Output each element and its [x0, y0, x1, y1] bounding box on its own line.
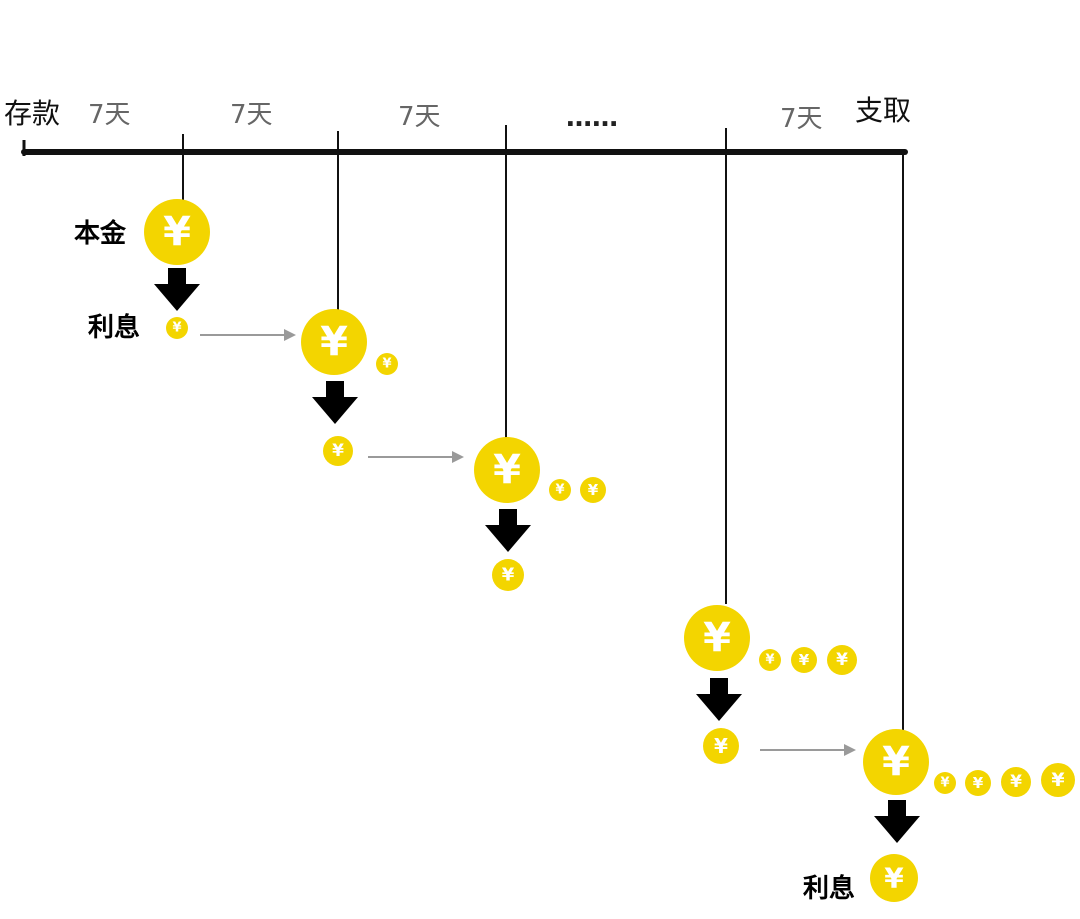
yen-icon: ¥: [172, 321, 181, 336]
coin-interest-4: ¥: [703, 728, 739, 764]
stage-5: ¥ ¥ ¥ ¥ ¥ ¥: [863, 729, 1075, 902]
stage-1: ¥ ¥: [144, 199, 296, 341]
coin-principal-5: ¥: [863, 729, 929, 795]
coin-accum-4-1: ¥: [759, 649, 781, 671]
down-arrow-2: [312, 381, 358, 424]
interest-label-last: 利息: [803, 873, 855, 904]
yen-icon: ¥: [703, 615, 731, 661]
deposit-label: 存款: [4, 97, 60, 130]
coin-interest-5: ¥: [870, 854, 918, 902]
period-label-3: 7天: [398, 102, 441, 132]
yen-icon: ¥: [320, 319, 348, 365]
coin-principal-3: ¥: [474, 437, 540, 503]
down-arrow-1: [154, 268, 200, 311]
coin-accum-5-3: ¥: [1001, 767, 1031, 797]
yen-icon: ¥: [502, 565, 515, 586]
coin-principal-1: ¥: [144, 199, 210, 265]
coin-principal-2: ¥: [301, 309, 367, 375]
yen-icon: ¥: [973, 774, 984, 792]
yen-icon: ¥: [1051, 769, 1064, 791]
withdraw-label: 支取: [855, 94, 911, 127]
interest-label-first: 利息: [88, 312, 140, 343]
coin-accum-5-4: ¥: [1041, 763, 1075, 797]
yen-icon: ¥: [799, 651, 810, 669]
coin-accum-3-2: ¥: [580, 477, 606, 503]
timeline: 存款 支取 7天 7天 7天 …… 7天: [4, 94, 911, 156]
coin-accum-3-1: ¥: [549, 479, 571, 501]
coin-interest-3: ¥: [492, 559, 524, 591]
yen-icon: ¥: [332, 441, 344, 461]
down-arrow-5: [874, 800, 920, 843]
coin-accum-4-2: ¥: [791, 647, 817, 673]
period-label-2: 7天: [230, 100, 273, 130]
coin-accum-2-1: ¥: [376, 353, 398, 375]
coin-interest-2: ¥: [323, 436, 353, 466]
yen-icon: ¥: [836, 650, 848, 670]
period-label-4: 7天: [780, 104, 823, 134]
yen-icon: ¥: [765, 653, 774, 668]
coin-accum-5-2: ¥: [965, 770, 991, 796]
period-label-1: 7天: [88, 100, 131, 130]
stage-2: ¥ ¥ ¥: [301, 309, 464, 466]
ellipsis-label: ……: [566, 103, 618, 133]
yen-icon: ¥: [555, 483, 564, 498]
yen-icon: ¥: [382, 357, 391, 372]
yen-icon: ¥: [940, 776, 949, 791]
coin-accum-5-1: ¥: [934, 772, 956, 794]
principal-label: 本金: [74, 218, 127, 249]
drop-lines: [182, 125, 904, 731]
down-arrow-4: [696, 678, 742, 721]
yen-icon: ¥: [882, 739, 910, 785]
coin-accum-4-3: ¥: [827, 645, 857, 675]
yen-icon: ¥: [493, 447, 521, 493]
coin-interest-1: ¥: [166, 317, 188, 339]
coin-principal-4: ¥: [684, 605, 750, 671]
down-arrow-3: [485, 509, 531, 552]
yen-icon: ¥: [588, 481, 599, 499]
stage-4: ¥ ¥ ¥ ¥ ¥: [684, 605, 857, 764]
yen-icon: ¥: [1010, 772, 1022, 792]
yen-icon: ¥: [163, 209, 191, 255]
yen-icon: ¥: [714, 734, 728, 758]
stage-3: ¥ ¥ ¥ ¥: [474, 437, 606, 591]
yen-icon: ¥: [884, 862, 904, 895]
